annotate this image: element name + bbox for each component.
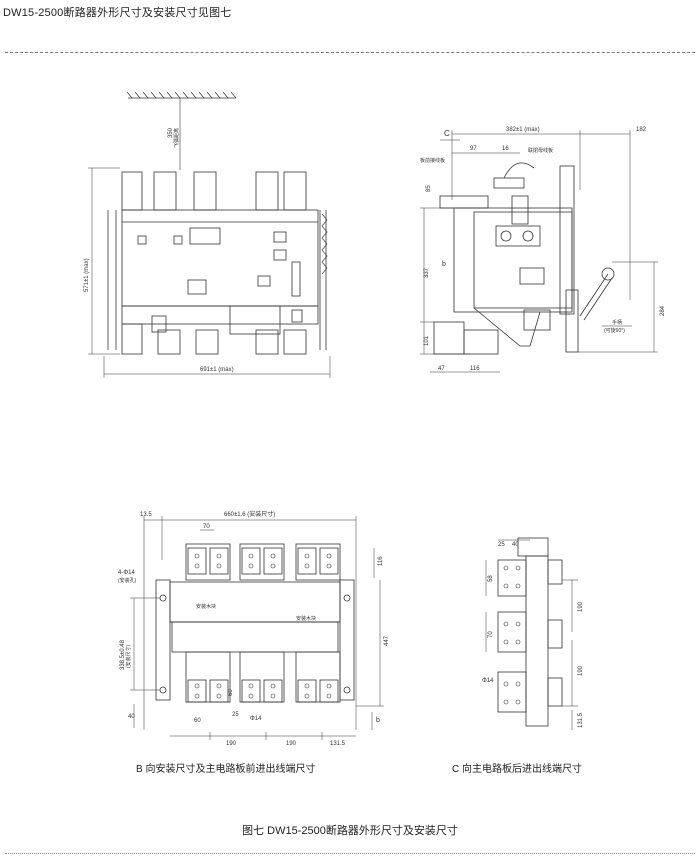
b-view-caption: B 向安装尺寸及主电路板前进出线端尺寸 (136, 764, 316, 775)
c-dim-190a: 190 (578, 601, 584, 612)
drawing-frame (5, 52, 695, 854)
figure-caption: 图七 DW15-2500断路器外形尺寸及安装尺寸 (242, 825, 458, 837)
side-dim-right: 182 (636, 127, 647, 133)
b-view (130, 516, 384, 740)
c-dim-1315: 131.5 (578, 712, 584, 728)
c-dim-70: 70 (488, 631, 494, 638)
side-label-c: C (444, 129, 450, 138)
b-dim-top: 660±1.6 (安装尺寸) (224, 510, 275, 518)
b-dim-left: 338.5±0.48 (120, 639, 126, 670)
side-dim-101: 101 (424, 335, 430, 346)
b-dim-447: 447 (384, 635, 390, 646)
b-label-wall2: 安装木块 (296, 615, 316, 622)
front-dim-width: 691±1 (max) (200, 367, 234, 373)
side-label-handle-note: (可旋90°) (604, 327, 625, 334)
b-dim-13: 13.5 (140, 512, 152, 518)
b-dim-60: 60 (194, 718, 201, 724)
b-label-holes: 4-Φ14 (118, 570, 135, 576)
side-dim-116: 116 (470, 366, 480, 372)
side-dim-337: 337 (424, 267, 430, 278)
side-label-plate: 板前接线板 (420, 157, 445, 164)
b-dim-left-note: (安装尺寸) (125, 644, 132, 668)
side-dim-284: 284 (660, 305, 666, 316)
side-label-board: 联閉母线板 (528, 147, 553, 154)
b-dim-70: 70 (203, 524, 210, 530)
b-dim-1315: 131.5 (330, 741, 346, 747)
side-label-handle: 手柄 (612, 319, 622, 326)
b-dim-190b: 190 (286, 741, 297, 747)
side-dim-total: 382±1 (max) (506, 127, 540, 133)
c-dim-40: 40 (512, 542, 519, 548)
c-dim-25: 25 (498, 542, 505, 548)
front-dim-top-note: 飞弧距离 (173, 128, 180, 148)
c-view (485, 537, 578, 730)
b-label-wall1: 安装木块 (196, 603, 216, 610)
b-dim-25: 25 (232, 712, 239, 718)
c-view-caption: C 向主电路板后进出线端尺寸 (452, 764, 582, 775)
front-view (88, 91, 331, 378)
side-view (420, 130, 658, 373)
b-dim-40-left: 40 (128, 714, 135, 720)
front-dim-top: 350 (168, 127, 174, 138)
front-dim-height: 571±1 (max) (84, 258, 90, 292)
page-title: DW15-2500断路器外形尺寸及安装尺寸见图七 (3, 7, 232, 19)
b-dim-116: 116 (378, 556, 384, 566)
side-label-b: b (442, 261, 446, 268)
b-dim-d14: Φ14 (250, 716, 262, 722)
b-dim-b: b (376, 717, 380, 724)
b-label-holes-note: (安装孔) (118, 577, 137, 584)
c-dim-190b: 190 (578, 665, 584, 676)
b-dim-190a: 190 (226, 741, 237, 747)
b-dim-bottom-60: 60 (228, 689, 234, 696)
side-dim-16: 16 (502, 146, 509, 152)
c-label-d14: Φ14 (482, 678, 494, 684)
side-dim-85: 85 (426, 185, 432, 192)
side-dim-47: 47 (438, 366, 445, 372)
side-dim-97: 97 (470, 146, 477, 152)
c-dim-58: 58 (488, 575, 494, 582)
